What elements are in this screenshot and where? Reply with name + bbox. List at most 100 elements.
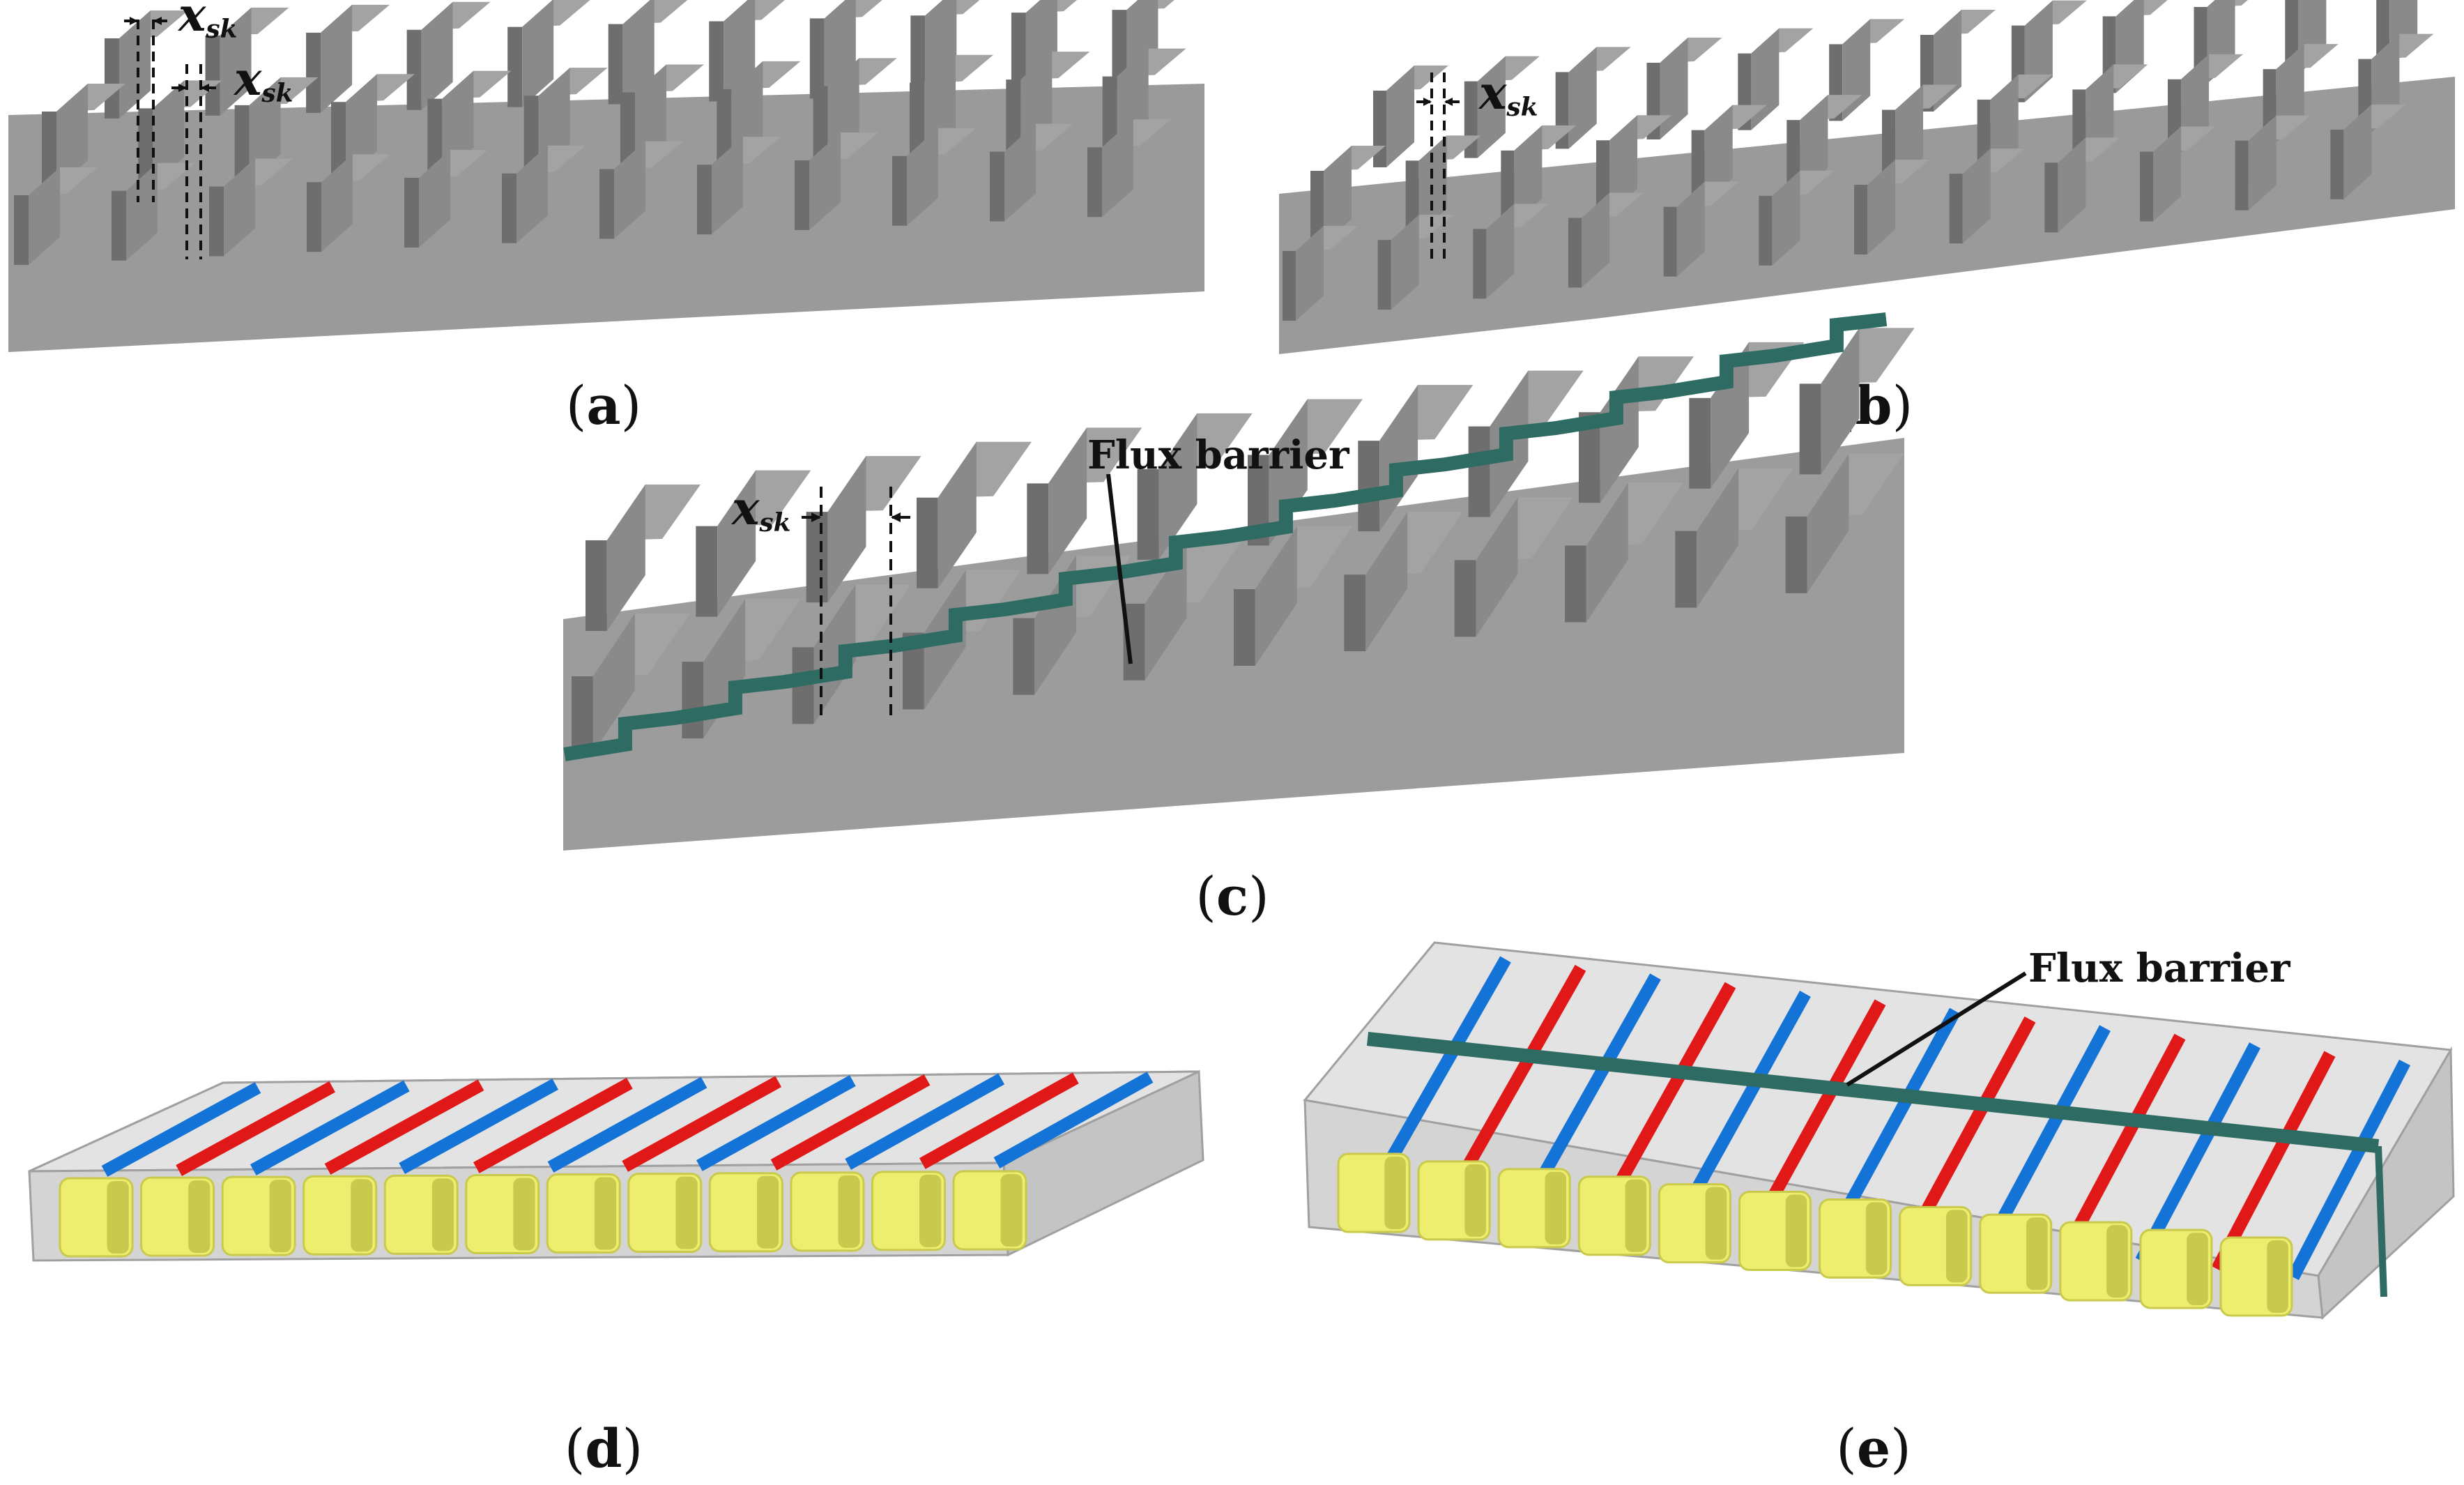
b-tooth-row2-side [1800,95,1828,194]
c-tooth-front-side [1697,468,1739,608]
a-tooth-row2-side [442,70,474,176]
c-tooth-back-front [1468,426,1490,517]
e-coil-shade [1945,1210,1968,1283]
a-tooth-row2-front [331,102,346,179]
e-coil-shade [1785,1194,1807,1267]
e-magnet-stripe [2288,1059,2410,1281]
c-tooth-back-side [717,470,756,617]
c-tooth-back-side [827,456,866,603]
e-magnet-stripe [1602,982,1736,1206]
c-tooth-back-front [586,540,607,631]
panel-e-magnets [1375,956,2410,1281]
e-magnet-stripe [1983,1025,2111,1247]
a-tooth-row2-front [813,86,828,163]
c-tooth-front-front [1675,531,1697,608]
panel-c-annotation-leader [1106,473,1133,664]
xsk-subscript: sk [758,508,790,538]
a-tooth-row1-front [608,24,623,105]
c-tooth-front-front [1344,574,1366,652]
d-magnet-stripe [919,1072,1079,1169]
c-tooth-back-side [1821,328,1860,475]
a-tooth-row3-front [209,186,224,257]
b-tooth-row3-front [2330,129,2344,199]
panel-c-stator-with-flux-barrier: xsk Flux barrier [563,312,1915,851]
e-magnet-stripe [1451,964,1586,1190]
b-tooth-row3-side [2248,115,2276,211]
b-tooth-row2-side [1324,146,1352,244]
d-magnet-stripe [250,1080,410,1175]
a-tooth-row1-front [406,29,422,110]
e-magnet-stripe [2135,1042,2260,1264]
xsk-symbol: x [1478,66,1507,120]
e-magnet-stripe [1678,990,1811,1214]
c-tooth-back-front [806,512,828,603]
c-tooth-back-front [1137,469,1159,560]
e-magnet-stripe [1375,956,1511,1182]
panel-a-teeth [14,0,1186,265]
d-coil-shade [431,1178,454,1251]
b-tooth-row3-front [2235,140,2249,211]
d-coil-shade [838,1175,860,1248]
xsk-symbol: x [730,481,760,535]
xsk-symbol: x [233,52,262,106]
b-tooth-row3-side [1486,204,1515,299]
b-tooth-row3-side [1867,160,1896,254]
c-tooth-back-side [1048,427,1087,574]
a-tooth-row2-front [910,82,924,160]
svg-text:xsk: xsk [233,52,293,108]
e-magnet-stripe [1754,999,1886,1223]
c-tooth-back-front [696,526,718,617]
b-tooth-row3-front [1568,218,1582,288]
a-tooth-row2-front [620,92,635,169]
d-magnet-stripe [845,1073,1005,1170]
d-coil-shade [1000,1174,1023,1247]
svg-text:xsk: xsk [730,481,791,538]
d-coil-shade [756,1175,779,1249]
d-magnet-stripe [399,1079,559,1174]
c-tooth-back-side [606,485,645,631]
e-magnet-stripe [1831,1007,1961,1231]
c-tooth-back-front [1689,397,1711,489]
b-tooth-row3-side [1772,170,1800,266]
c-tooth-back-front [1579,412,1600,503]
xsk-symbol: x [177,0,206,42]
b-tooth-row3-front [1759,195,1773,266]
c-tooth-front-side [1255,526,1297,666]
c-tooth-back-front [1248,455,1269,546]
a-tooth-row3-side [1004,123,1036,222]
a-tooth-row3-side [126,162,158,261]
b-tooth-row3-side [2153,126,2182,222]
panel-d-mover-assembly [28,1069,1204,1262]
panel-c-skew-dimension: xsk [730,481,910,718]
e-magnet-stripe [2211,1051,2336,1272]
c-tooth-front-side [1365,512,1408,652]
b-tooth-row3-front [2140,151,2154,222]
b-tooth-row1-side [1660,38,1688,139]
a-tooth-row1-front [306,32,321,113]
d-magnet-stripe [696,1075,856,1171]
a-tooth-row3-side [809,132,841,230]
a-tooth-row3-front [1087,147,1102,218]
a-tooth-row1-front [709,21,724,102]
a-tooth-row2-front [1102,76,1117,153]
a-tooth-row2-front [1006,79,1021,157]
c-tooth-front-front [1565,545,1586,623]
b-tooth-row3-side [2058,137,2086,233]
b-tooth-row1-side [1751,28,1780,130]
c-tooth-back-front [917,497,938,588]
d-magnet-stripe [547,1076,707,1173]
c-tooth-back-front [1358,441,1380,532]
c-tooth-front-side [1807,453,1849,593]
a-tooth-row1-front [507,26,523,107]
d-magnet-stripe [101,1082,261,1177]
a-tooth-row2-side [56,84,88,188]
b-tooth-row2-side [1704,105,1733,204]
a-tooth-row3-front [404,178,419,247]
b-tooth-row2-front [1405,160,1419,234]
panel-d-label: (d) [565,1417,643,1479]
panel-a-skew-dimension-2: xsk [171,52,293,259]
e-coil-shade [2026,1217,2048,1290]
b-tooth-row2-side [1514,125,1543,224]
b-tooth-row2-front [1596,140,1610,214]
